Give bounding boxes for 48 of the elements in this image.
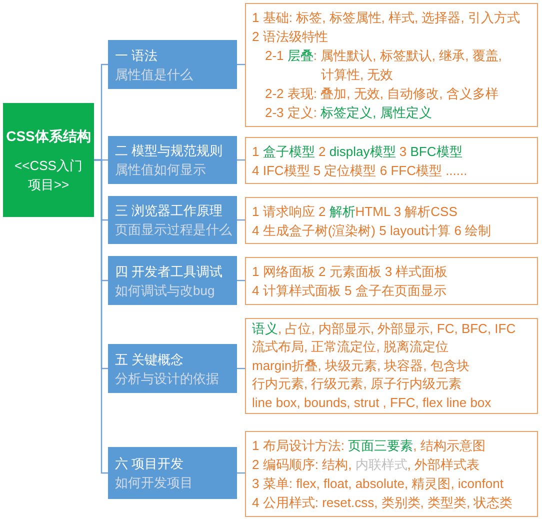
list-item: 4 生成盒子树(渲染树) 5 layout计算 6 绘制 <box>252 222 492 240</box>
list-item: 4 IFC模型 5 定位模型 6 FFC模型 ...... <box>252 162 468 180</box>
section-subtitle: 如何开发项目 <box>115 474 193 492</box>
section-box <box>108 40 237 89</box>
root-box <box>3 103 94 217</box>
section-subtitle: 属性值是什么 <box>115 66 193 84</box>
list-item: 行内元素, 行级元素, 原子行内级元素 <box>252 375 462 394</box>
section-box <box>108 196 237 244</box>
list-item: 2-1 层叠: 属性默认, 标签默认, 继承, 覆盖, 计算性, 无效 <box>265 47 503 84</box>
detail-box <box>245 318 538 414</box>
section-box <box>108 447 237 499</box>
list-item: 1 请求响应 2 解析HTML 3 解析CSS <box>252 202 458 220</box>
detail-box <box>245 3 538 127</box>
root-title: CSS体系结构 <box>6 127 91 146</box>
section-box <box>108 136 237 184</box>
list-item: 2-3 定义: 标签定义, 属性定义 <box>265 104 432 122</box>
section-title: 三 浏览器工作原理 <box>115 202 223 220</box>
list-item: 3 菜单: flex, float, absolute, 精灵图, iconfont <box>252 475 504 493</box>
list-item: 流式布局, 正常流定位, 脱离流定位 <box>252 338 448 356</box>
detail-box <box>245 137 538 184</box>
connector-line <box>94 159 108 474</box>
list-item: margin折叠, 块级元素, 块容器, 包含块 <box>252 356 470 375</box>
detail-box <box>245 431 538 517</box>
list-item: 语义, 占位, 内部显示, 外部显示, FC, BFC, IFC <box>252 320 516 338</box>
list-item: line box, bounds, strut , FFC, flex line box <box>252 394 492 412</box>
section-title: 一 语法 <box>115 46 158 64</box>
section-box <box>108 344 237 393</box>
section-box <box>108 256 237 305</box>
root-subtitle: <<CSS入门项目>> <box>14 157 84 194</box>
section-title: 二 模型与规范规则 <box>115 142 223 160</box>
list-item: 2 编码顺序: 结构, 内联样式, 外部样式表 <box>252 456 480 474</box>
section-title: 四 开发者工具调试 <box>115 262 223 280</box>
list-item: 4 计算样式面板 5 盒子在页面显示 <box>252 282 446 300</box>
list-item: 1 网络面板 2 元素面板 3 样式面板 <box>252 263 448 281</box>
list-item: 1 基础: 标签, 标签属性, 样式, 选择器, 引入方式 <box>252 9 520 27</box>
detail-box <box>245 197 538 244</box>
list-item: 1 盒子模型 2 display模型 3 BFC模型 <box>252 142 462 160</box>
section-title: 五 关键概念 <box>115 350 184 368</box>
section-subtitle: 如何调试与改bug <box>115 282 215 300</box>
section-subtitle: 分析与设计的依据 <box>115 370 219 388</box>
list-item: 2-2 表现: 叠加, 无效, 自动修改, 含义多样 <box>265 85 498 103</box>
section-subtitle: 属性值如何显示 <box>115 161 206 179</box>
list-item: 2 语法级特性 <box>252 28 328 46</box>
list-item: 4 公用样式: reset.css, 类别类, 类型类, 状态类 <box>252 494 513 512</box>
section-subtitle: 页面显示过程是什么 <box>115 221 232 239</box>
list-item: 1 布局设计方法: 页面三要素, 结构示意图 <box>252 437 486 455</box>
detail-box <box>245 257 538 305</box>
section-title: 六 项目开发 <box>115 455 184 473</box>
